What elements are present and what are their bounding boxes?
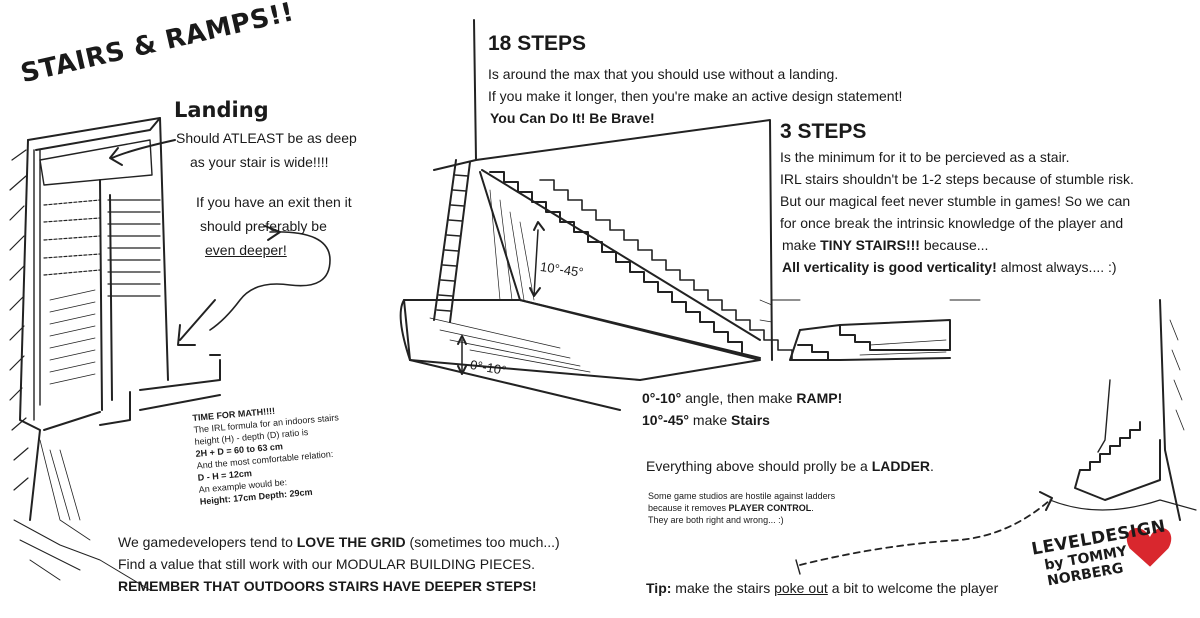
landing-heading: Landing: [174, 98, 269, 122]
grid-line2: Find a value that still work with our MO…: [118, 556, 536, 572]
tip-text1: make the stairs: [671, 580, 775, 596]
angles-line2: 10°-45° make Stairs: [642, 408, 770, 432]
landing-line2: as your stair is wide!!!!: [190, 154, 329, 170]
tip-label: Tip:: [646, 580, 672, 596]
grid-line1-b: LOVE THE GRID: [296, 534, 406, 550]
grid-line1-c: (sometimes too much...): [405, 534, 560, 550]
ladder-small1: Some game studios are hostile against la…: [648, 491, 836, 501]
ladder-small2-b: PLAYER CONTROL: [728, 503, 812, 513]
grid-line1: We gamedevelopers tend to LOVE THE GRID …: [118, 530, 560, 554]
grid-line3: REMEMBER THAT OUTDOORS STAIRS HAVE DEEPE…: [118, 578, 537, 594]
eighteen-line1: Is around the max that you should use wi…: [488, 66, 839, 82]
grid-line1-a: We gamedevelopers tend to: [118, 534, 297, 550]
eighteen-line3: You Can Do It! Be Brave!: [490, 110, 655, 126]
landing-line5: even deeper!: [205, 242, 287, 258]
ladder-line1-c: .: [930, 458, 934, 474]
tip-text2: poke out: [774, 580, 828, 596]
tip-text3: a bit to welcome the player: [827, 580, 999, 596]
landing-line1: Should ATLEAST be as deep: [176, 130, 357, 146]
three-line1: Is the minimum for it to be percieved as…: [780, 149, 1070, 165]
three-heading: 3 STEPS: [780, 120, 867, 143]
math-block: TIME FOR MATH!!!! The IRL formula for an…: [192, 399, 346, 507]
angles-line1-b: angle, then make: [681, 390, 797, 406]
landing-topdown-sketch: [9, 117, 331, 591]
angles-line1-c: RAMP!: [796, 390, 843, 406]
ladder-line1-a: Everything above should prolly be a: [646, 458, 872, 474]
eighteen-line2: If you make it longer, then you're make …: [488, 88, 903, 104]
three-line6: All verticality is good verticality! alm…: [782, 255, 1117, 279]
three-step-sketch: [771, 299, 981, 361]
ladder-small3: They are both right and wrong... :): [648, 515, 784, 525]
ladder-line1: Everything above should prolly be a LADD…: [646, 454, 934, 478]
three-line6-b: almost always.... :): [996, 259, 1117, 275]
ladder-small2-c: .: [811, 503, 814, 513]
tip-line: Tip: make the stairs poke out a bit to w…: [646, 576, 998, 600]
landing-line4: should preferably be: [200, 218, 327, 234]
heart-icon: [1127, 528, 1172, 567]
three-line6-a: All verticality is good verticality!: [782, 259, 997, 275]
three-line5: make TINY STAIRS!!! because...: [782, 233, 988, 257]
three-line5-a: make: [782, 237, 821, 253]
ladder-line1-b: LADDER: [871, 458, 931, 474]
angles-line2-a: 10°-45°: [642, 412, 690, 428]
poke-out-stair-sketch: [795, 299, 1197, 575]
three-line5-b: TINY STAIRS!!!: [820, 237, 920, 253]
three-line5-c: because...: [919, 237, 989, 253]
central-stair-sketch: [399, 19, 793, 411]
angles-line2-b: make: [689, 412, 732, 428]
landing-line3: If you have an exit then it: [196, 194, 352, 210]
three-line4: for once break the intrinsic knowledge o…: [780, 215, 1124, 231]
ladder-small2-a: because it removes: [648, 503, 729, 513]
eighteen-heading: 18 STEPS: [488, 32, 587, 55]
angles-line1: 0°-10° angle, then make RAMP!: [642, 386, 842, 410]
angles-line2-c: Stairs: [731, 412, 770, 428]
angles-line1-a: 0°-10°: [642, 390, 682, 406]
ladder-small2: because it removes PLAYER CONTROL.: [648, 502, 814, 514]
three-line3: But our magical feet never stumble in ga…: [780, 193, 1131, 209]
three-line2: IRL stairs shouldn't be 1-2 steps becaus…: [780, 171, 1134, 187]
